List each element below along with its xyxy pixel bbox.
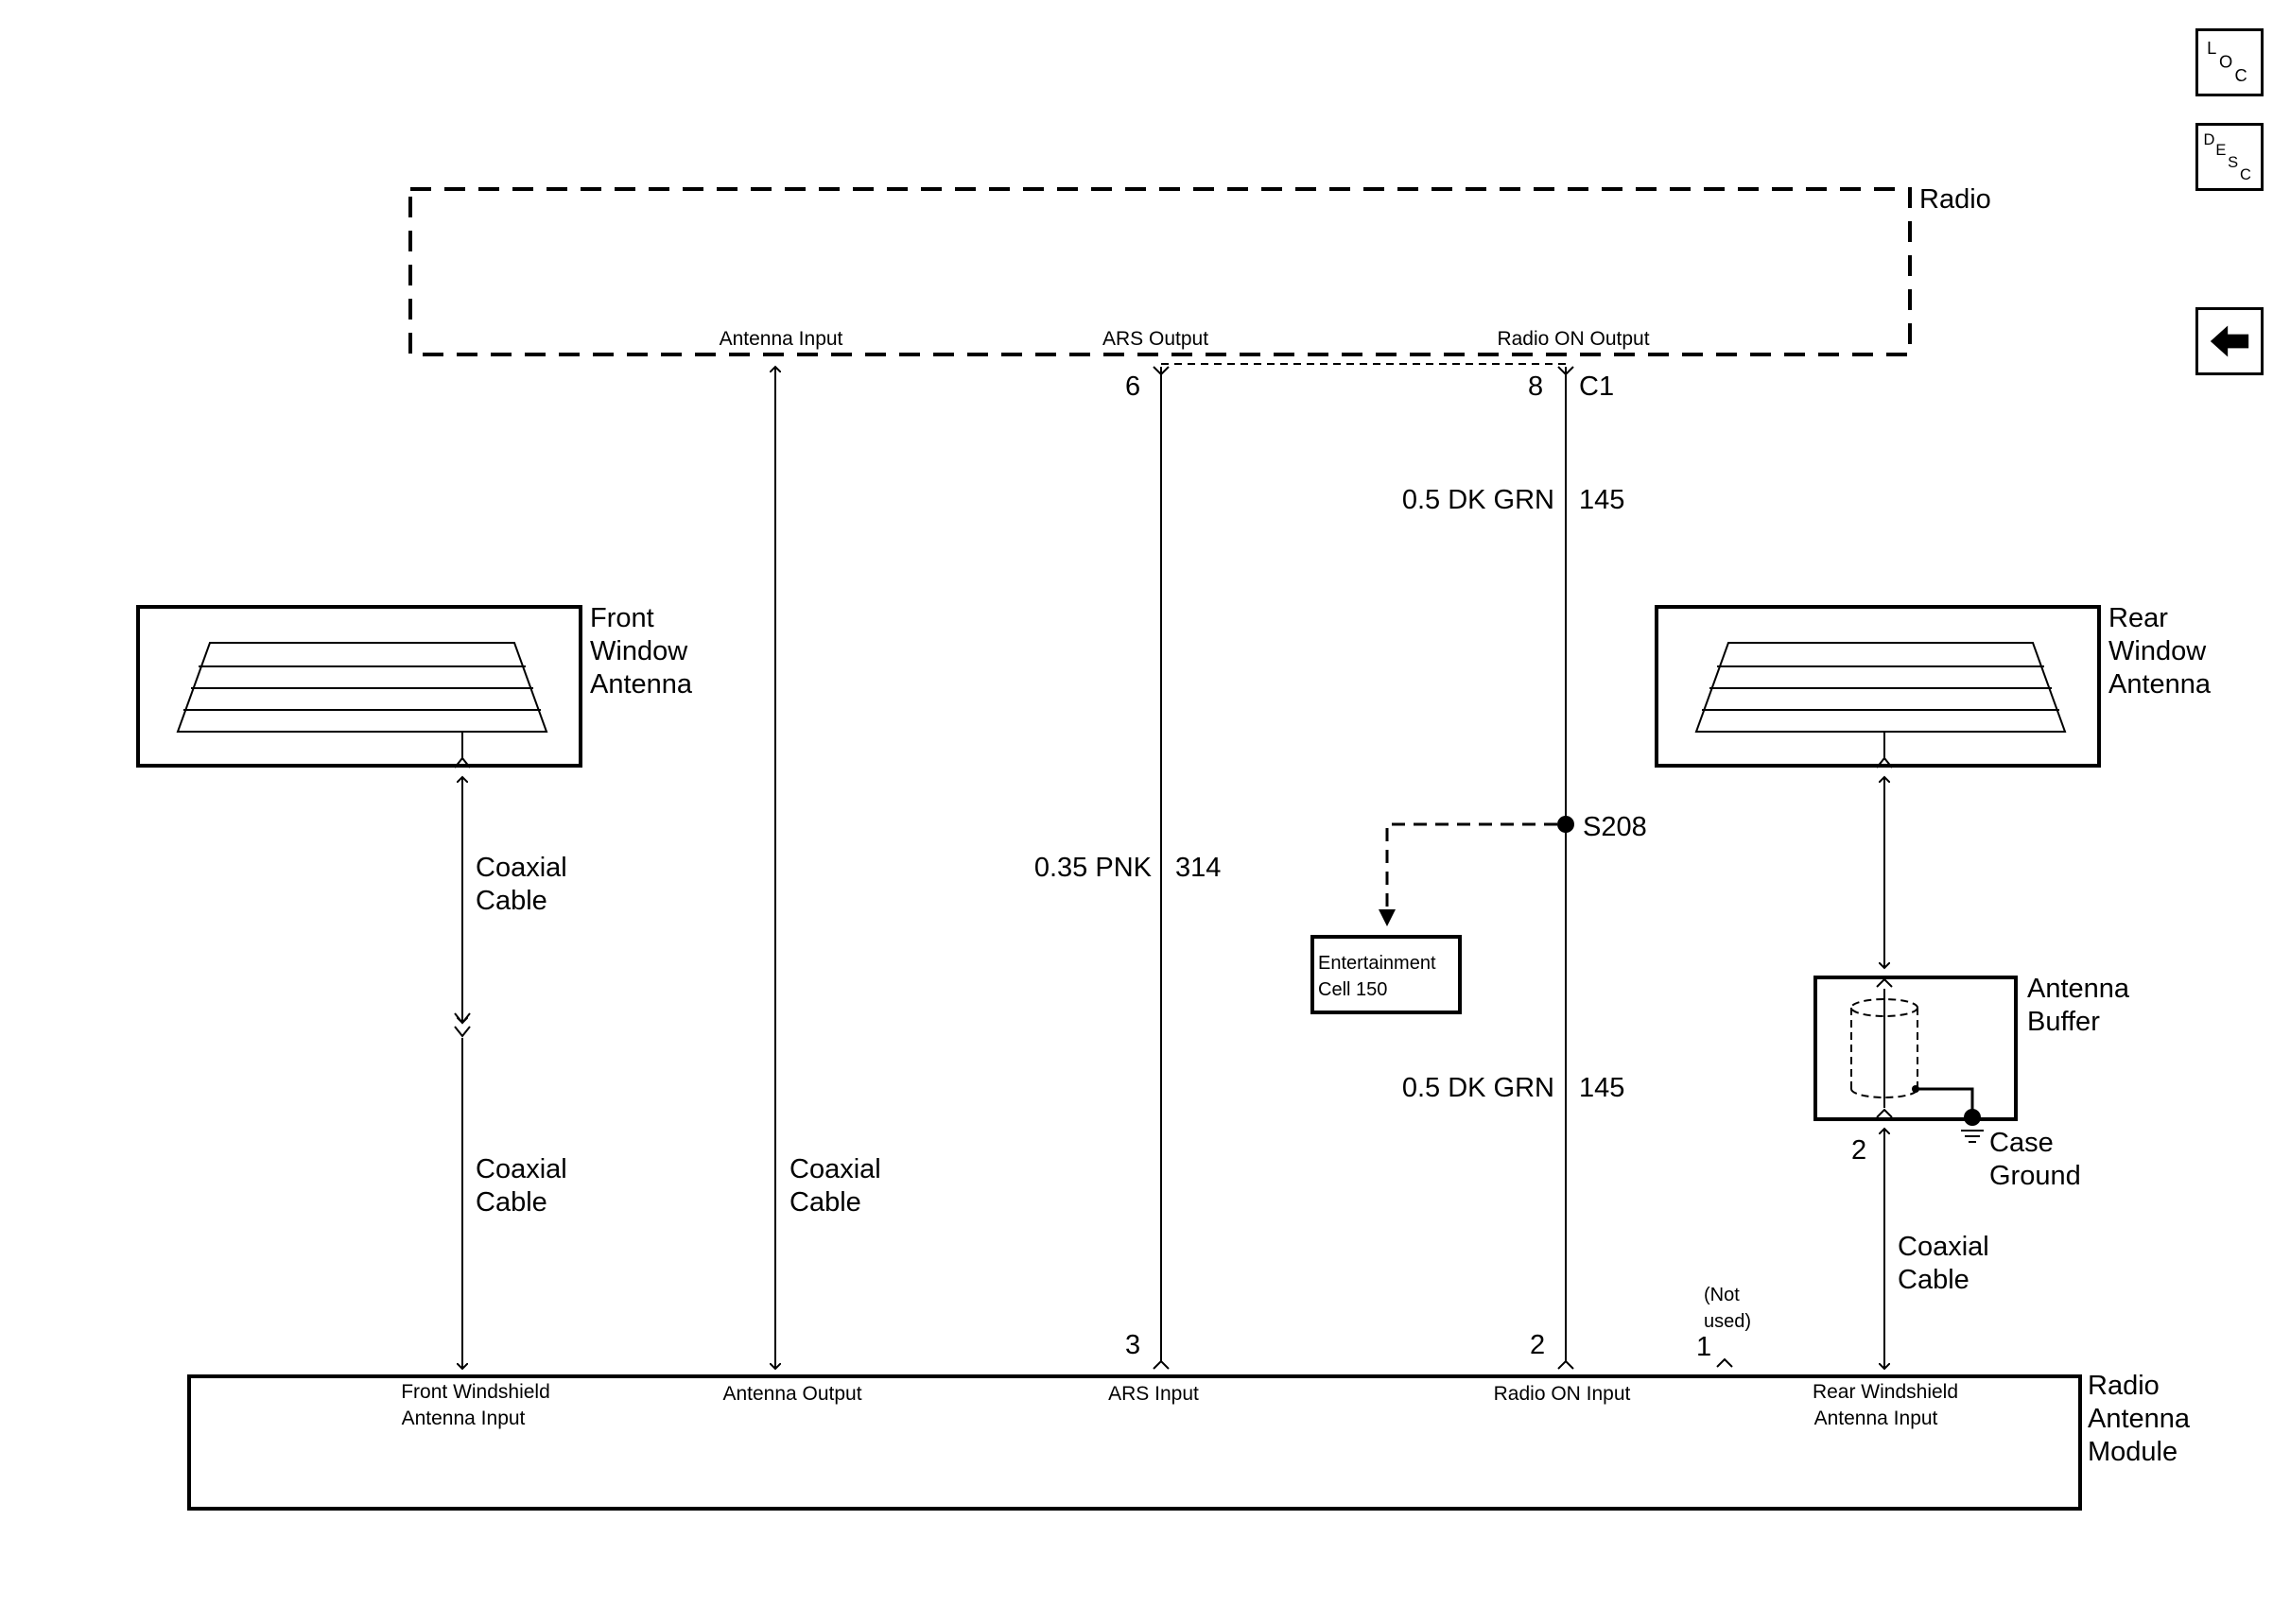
pnk-circuit-label: 314 bbox=[1175, 853, 1221, 883]
splice-s208-label: S208 bbox=[1583, 812, 1647, 842]
not-used-label-1: (Not bbox=[1704, 1285, 1740, 1305]
buffer-label-2: Buffer bbox=[2027, 1007, 2100, 1037]
splice-s208-dot bbox=[1557, 816, 1574, 833]
connector-c1: C1 bbox=[1579, 371, 1614, 402]
svg-text:L: L bbox=[2207, 38, 2216, 58]
front-coax-upper-label-2: Cable bbox=[476, 886, 547, 916]
entertainment-label-1: Entertainment bbox=[1318, 953, 1436, 974]
svg-text:C: C bbox=[2240, 166, 2251, 183]
front-coax-upper-label-1: Coaxial bbox=[476, 853, 567, 883]
antenna-buffer-box bbox=[1813, 976, 2018, 1121]
grn-circuit-label-upper: 145 bbox=[1579, 485, 1624, 515]
s208-branch-line bbox=[1385, 822, 1557, 909]
radio-title: Radio bbox=[1919, 184, 1991, 215]
front-antenna-label-1: Front bbox=[590, 603, 654, 633]
back-arrow-icon bbox=[2210, 325, 2249, 357]
module-rear-input-label-2: Antenna Input bbox=[1814, 1408, 1938, 1429]
module-label-3: Module bbox=[2088, 1437, 2178, 1467]
case-ground-label-2: Ground bbox=[1989, 1161, 2081, 1191]
rear-antenna-label-2: Window bbox=[2108, 636, 2207, 666]
front-antenna-label-2: Window bbox=[590, 636, 688, 666]
desc-icon: D E S C bbox=[2204, 131, 2252, 183]
antenna-coax-label-2: Cable bbox=[789, 1187, 861, 1218]
svg-text:O: O bbox=[2219, 52, 2232, 72]
radio-antenna-input-label: Antenna Input bbox=[720, 328, 843, 350]
not-used-label-2: used) bbox=[1704, 1311, 1751, 1332]
module-front-input-label-2: Antenna Input bbox=[402, 1408, 526, 1429]
module-front-input-label-1: Front Windshield bbox=[401, 1381, 550, 1403]
svg-text:E: E bbox=[2215, 142, 2226, 159]
module-pin-1: 1 bbox=[1696, 1332, 1711, 1362]
case-ground-dot bbox=[1964, 1109, 1981, 1126]
svg-text:D: D bbox=[2204, 131, 2215, 148]
front-coax-lower-label-1: Coaxial bbox=[476, 1154, 567, 1184]
rear-antenna-box bbox=[1655, 605, 2101, 768]
svg-text:S: S bbox=[2228, 154, 2238, 171]
module-pin-3: 3 bbox=[1125, 1330, 1140, 1360]
front-coax-upper-arrowhead bbox=[454, 756, 471, 769]
buffer-label-1: Antenna bbox=[2027, 974, 2130, 1004]
front-coax-lower-label-2: Cable bbox=[476, 1187, 547, 1218]
module-pin-2: 2 bbox=[1530, 1330, 1545, 1360]
radio-ars-output-label: ARS Output bbox=[1102, 328, 1208, 350]
grn-wire-label-lower: 0.5 DK GRN bbox=[1402, 1073, 1554, 1103]
desc-button[interactable]: D E S C bbox=[2195, 123, 2264, 191]
module-ars-input-label: ARS Input bbox=[1108, 1383, 1199, 1405]
front-antenna-grid-icon bbox=[176, 642, 548, 733]
rear-antenna-label-1: Rear bbox=[2108, 603, 2168, 633]
rear-coax-label-2: Cable bbox=[1898, 1265, 1969, 1295]
case-ground-label-1: Case bbox=[1989, 1128, 2054, 1158]
grn-wire-label-upper: 0.5 DK GRN bbox=[1402, 485, 1554, 515]
radio-on-output-label: Radio ON Output bbox=[1497, 328, 1649, 350]
buffer-pin-2: 2 bbox=[1851, 1135, 1866, 1166]
loc-button[interactable]: L O C bbox=[2195, 28, 2264, 96]
svg-text:C: C bbox=[2235, 65, 2247, 85]
rear-antenna-label-3: Antenna bbox=[2108, 669, 2212, 700]
s208-branch-arrow bbox=[1379, 909, 1396, 926]
module-pin-1-terminal bbox=[1716, 1357, 1733, 1368]
radio-antenna-module-box bbox=[187, 1374, 2082, 1511]
front-antenna-box bbox=[136, 605, 582, 768]
entertainment-label-2: Cell 150 bbox=[1318, 979, 1387, 1000]
pin-6: 6 bbox=[1125, 371, 1140, 402]
module-label-1: Radio bbox=[2088, 1371, 2160, 1401]
grn-circuit-label-lower: 145 bbox=[1579, 1073, 1624, 1103]
module-rear-input-label-1: Rear Windshield bbox=[1813, 1381, 1958, 1403]
module-label-2: Antenna bbox=[2088, 1404, 2191, 1434]
entertainment-cell-link[interactable]: Entertainment Cell 150 bbox=[1310, 935, 1462, 1014]
radio-box bbox=[408, 187, 1912, 356]
module-radio-on-input-label: Radio ON Input bbox=[1494, 1383, 1631, 1405]
pin-8: 8 bbox=[1528, 371, 1543, 402]
front-antenna-label-3: Antenna bbox=[590, 669, 693, 700]
rear-antenna-grid-icon bbox=[1694, 642, 2067, 733]
rear-coax-label-1: Coaxial bbox=[1898, 1232, 1989, 1262]
back-button[interactable] bbox=[2195, 307, 2264, 375]
loc-icon: L O C bbox=[2207, 38, 2247, 85]
ground-symbol-icon bbox=[1961, 1130, 1984, 1143]
pnk-wire-label: 0.35 PNK bbox=[1034, 853, 1153, 883]
antenna-coax-label-1: Coaxial bbox=[789, 1154, 881, 1184]
module-antenna-output-label: Antenna Output bbox=[722, 1383, 861, 1405]
